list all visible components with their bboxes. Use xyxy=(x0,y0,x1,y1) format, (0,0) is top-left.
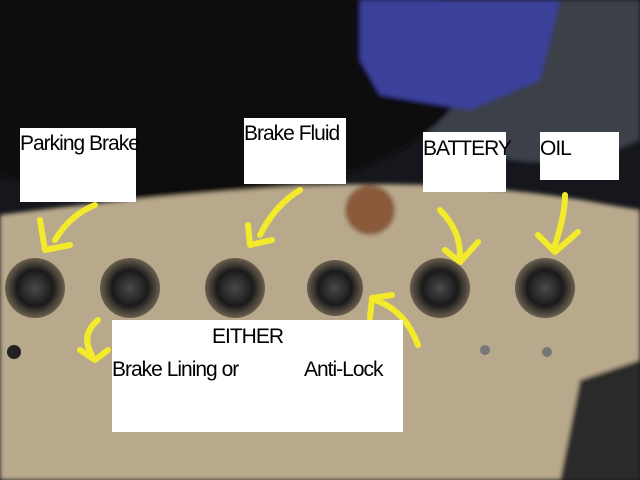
oil-text: OIL xyxy=(540,137,572,160)
arrow-parking-brake xyxy=(37,202,98,253)
blue-object xyxy=(360,0,560,110)
label-brake-fluid: Brake Fluid xyxy=(244,118,346,184)
copper-knob xyxy=(345,185,395,235)
brake-lining-text: Brake Lining or xyxy=(112,358,239,381)
label-either: EITHER Brake Lining or Anti-Lock xyxy=(112,320,403,432)
either-text: EITHER xyxy=(212,325,284,348)
yellow-arrows xyxy=(37,187,581,363)
arrow-brake-fluid xyxy=(245,187,303,248)
arrow-anti-lock xyxy=(367,292,421,348)
arrow-battery xyxy=(437,207,481,265)
battery-text: BATTERY xyxy=(423,137,512,160)
label-battery: BATTERY xyxy=(423,132,512,192)
label-parking-brake: Parking Brake xyxy=(20,128,140,202)
anti-lock-text: Anti-Lock xyxy=(304,358,384,381)
arrow-brake-lining xyxy=(77,317,111,363)
brake-fluid-text: Brake Fluid xyxy=(244,122,340,145)
arrow-oil xyxy=(535,192,581,255)
warning-light-sockets xyxy=(5,258,575,359)
parking-brake-text: Parking Brake xyxy=(20,132,140,155)
label-oil: OIL xyxy=(540,132,619,180)
